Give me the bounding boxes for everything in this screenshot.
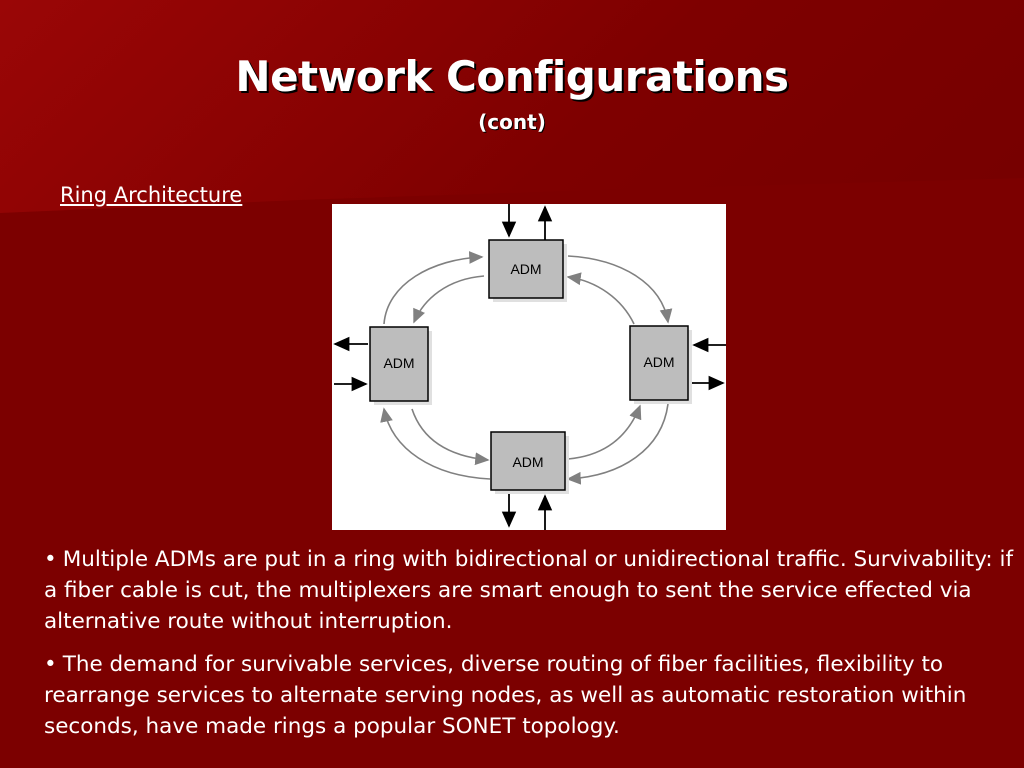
adm-node-label: ADM [383,355,414,371]
bullet-item: •Multiple ADMs are put in a ring with bi… [44,544,1019,637]
adm-node-label: ADM [643,354,674,370]
adm-node-bottom: ADM [490,431,569,494]
ring-arrow [413,275,485,324]
ring-arrow [380,407,491,480]
adm-node-label: ADM [512,454,543,470]
bullet-marker: • [44,547,57,572]
bullet-text: Multiple ADMs are put in a ring with bid… [44,547,1014,634]
adm-node-left: ADM [369,326,432,405]
ring-diagram-svg: ADM ADM ADM ADM [333,204,726,530]
bullet-list: •Multiple ADMs are put in a ring with bi… [44,544,1019,754]
ring-arrow [411,408,490,466]
add-drop-arrows [333,204,726,530]
ring-arrow [383,251,484,325]
bullet-item: •The demand for survivable services, div… [44,649,1019,742]
ring-arrow [567,404,642,460]
ring-arrow [566,403,669,485]
bullet-marker: • [44,652,57,677]
bullet-text: The demand for survivable services, dive… [44,652,967,739]
slide-subtitle: (cont) [478,110,546,134]
ring-architecture-link[interactable]: Ring Architecture [60,183,243,207]
slide-title: Network Configurations [235,52,789,101]
adm-node-top: ADM [488,239,567,302]
adm-node-label: ADM [510,261,541,277]
ring-architecture-diagram: ADM ADM ADM ADM [332,204,726,530]
ring-arrows [380,251,673,485]
ring-arrow [567,255,673,324]
adm-node-right: ADM [629,325,692,404]
ring-arrow [566,272,635,325]
